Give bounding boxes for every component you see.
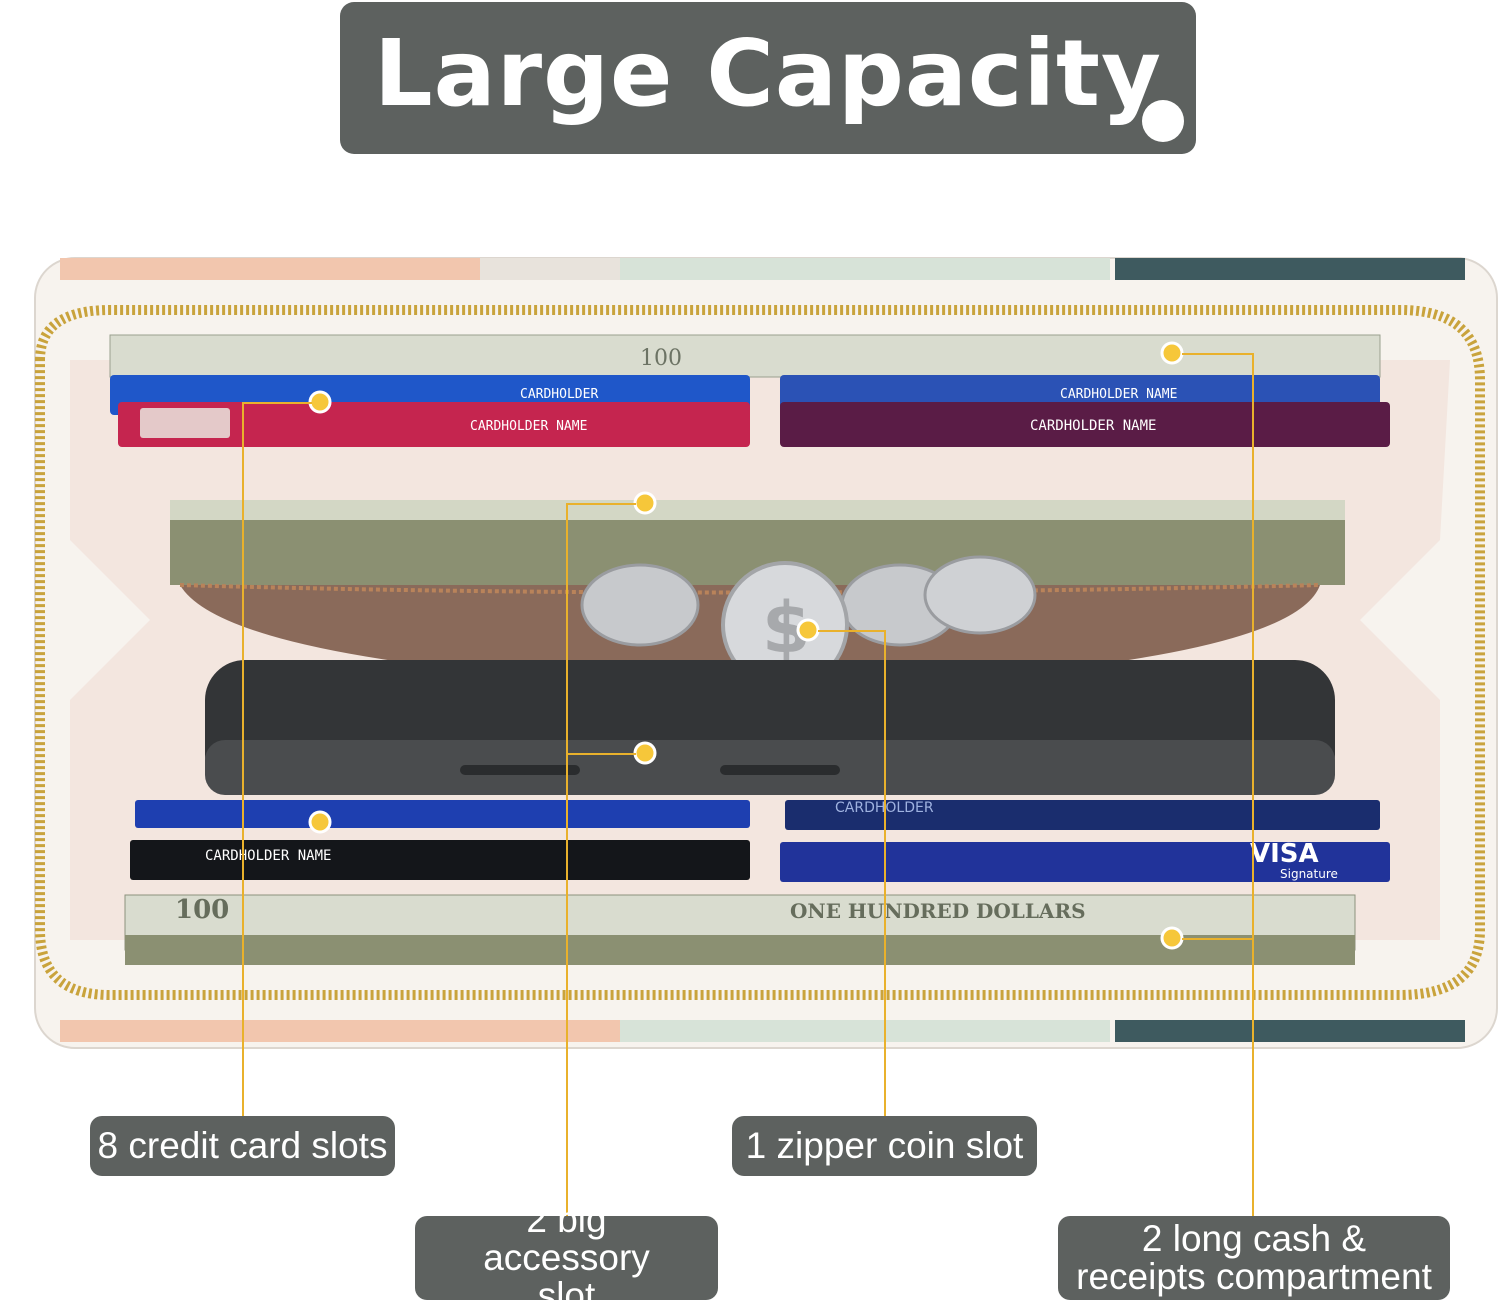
title-banner: Large Capacity: [340, 2, 1196, 154]
leader-cash-h-bottom: [1182, 938, 1254, 940]
cash-compartment-marker: [1160, 341, 1184, 365]
leader-accessory: [566, 503, 568, 1217]
cash-compartment-marker-bottom: [1160, 926, 1184, 950]
card-top-left-red: [118, 402, 750, 447]
card-top-right-purple: [780, 402, 1390, 447]
svg-text:100: 100: [175, 895, 229, 925]
leader-coin: [884, 630, 886, 1116]
svg-text:Signature: Signature: [1280, 867, 1338, 881]
card-bottom-left-black: [130, 840, 750, 880]
leader-card-slots-h: [242, 402, 312, 404]
svg-text:CARDHOLDER NAME: CARDHOLDER NAME: [205, 848, 331, 864]
accessory-slot-marker-bottom: [633, 741, 657, 765]
svg-text:CARDHOLDER NAME: CARDHOLDER NAME: [470, 419, 587, 434]
card-bottom-right-visa: [780, 842, 1390, 882]
visa-logo-text: VISA: [1250, 839, 1319, 869]
label-cash-compartment: 2 long cash & receipts compartment: [1058, 1216, 1450, 1300]
card-slot-marker: [308, 390, 332, 414]
leader-card-slots: [242, 402, 244, 1116]
leader-accessory-h-bottom: [566, 753, 636, 755]
wallet-illustration: 100 CARDHOLDER CARDHOLDER NAME CARDHOLDE…: [34, 257, 1498, 1049]
label-card-slots: 8 credit card slots: [90, 1116, 395, 1176]
bottom-bill-text: ONE HUNDRED DOLLARS: [790, 899, 1086, 923]
leader-accessory-h-top: [566, 503, 636, 505]
top-cash-bill: [109, 334, 1381, 378]
svg-text:CARDHOLDER: CARDHOLDER: [520, 387, 598, 402]
coin-slot-marker: [796, 618, 820, 642]
card-bottom-right-navy: [785, 800, 1380, 830]
card-bottom-left-blue: [135, 800, 750, 828]
leader-cash-h-top: [1182, 353, 1254, 355]
leader-cash: [1252, 353, 1254, 1216]
leader-coin-h: [818, 630, 886, 632]
label-coin-slot: 1 zipper coin slot: [732, 1116, 1037, 1176]
title-dot-decoration: [1142, 100, 1184, 142]
page-title: Large Capacity: [374, 20, 1162, 127]
svg-text:CARDHOLDER NAME: CARDHOLDER NAME: [1060, 387, 1177, 402]
svg-text:CARDHOLDER NAME: CARDHOLDER NAME: [1030, 418, 1156, 434]
coin-back-3: [923, 555, 1037, 635]
label-accessory-slot: 2 big accessory slot: [415, 1201, 718, 1315]
top-bill-denom: 100: [640, 346, 682, 371]
card-slot-marker-bottom: [308, 810, 332, 834]
coin-back-1: [580, 563, 700, 647]
accessory-slot-marker: [633, 491, 657, 515]
zipper: [35, 305, 1485, 1000]
